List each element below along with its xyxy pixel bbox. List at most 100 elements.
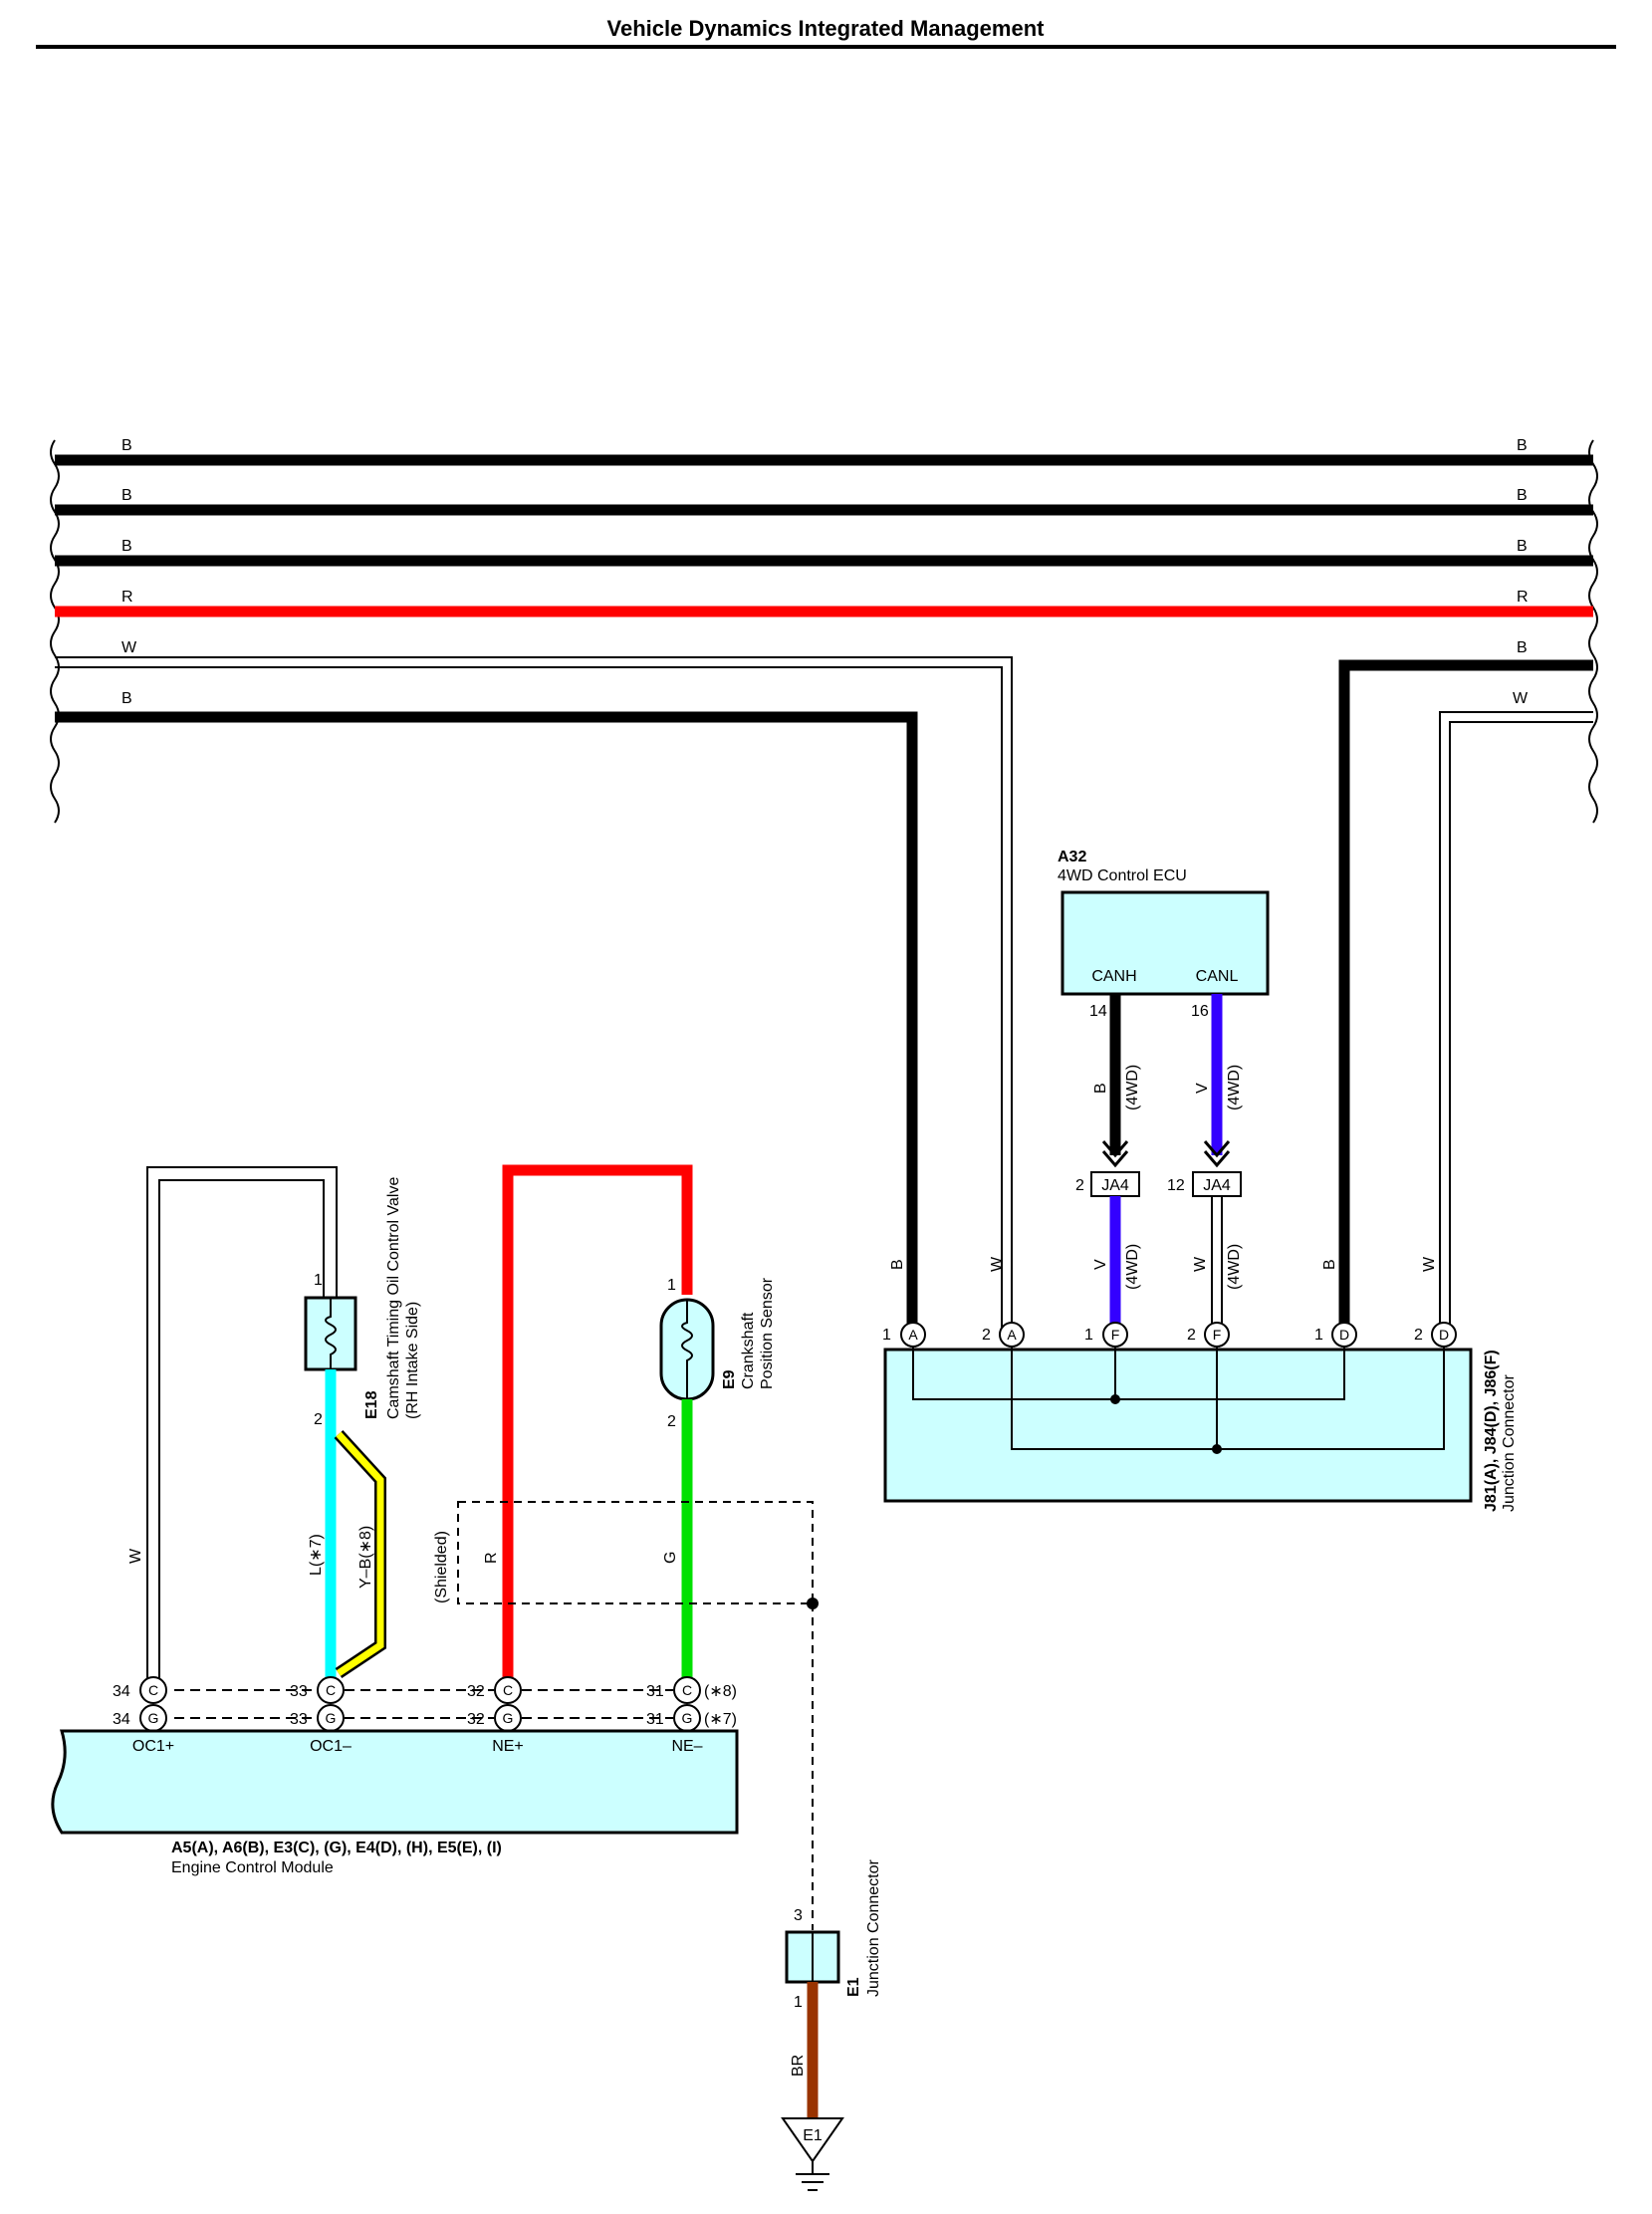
bus-label-left-1: B — [121, 437, 132, 454]
svg-text:31: 31 — [646, 1711, 664, 1728]
svg-text:D: D — [1439, 1327, 1449, 1343]
junction-connector-right-name: Junction Connector — [1501, 1373, 1518, 1512]
svg-text:G: G — [503, 1710, 514, 1726]
ocv-wire-label: W — [127, 1548, 144, 1564]
svg-text:A: A — [1007, 1327, 1017, 1343]
crank-red-wire — [502, 1164, 693, 1683]
ja4-2-wire-note: (4WD) — [1226, 1244, 1243, 1290]
jc-pin-2D: D 2 — [1414, 1322, 1457, 1348]
bus-label-right-4: R — [1517, 589, 1529, 606]
ja4-1-wire-note: (4WD) — [1124, 1244, 1141, 1290]
ecu-pin-label-canl: CANL — [1196, 968, 1239, 985]
ecu-pin-num-14: 14 — [1089, 1003, 1107, 1020]
ja4-2-wire-label: W — [1192, 1256, 1209, 1272]
jc-wire-label-2: W — [989, 1256, 1006, 1272]
jc-pin-1D: D 1 — [1314, 1322, 1357, 1348]
white-wire-right-inner — [1449, 721, 1593, 1332]
ecm-note-top: (∗8) — [704, 1683, 737, 1700]
ground-icon — [796, 2161, 829, 2191]
junction-e1-code: E1 — [845, 1977, 862, 1997]
ocv-yellow-wire — [336, 1431, 384, 1676]
junction-connector-right-box — [883, 1348, 1473, 1503]
ocv-name-line2: (RH Intake Side) — [404, 1302, 421, 1419]
ecm-terminal-32: C G 32 32 — [467, 1676, 522, 1732]
shield-label: (Shielded) — [433, 1531, 450, 1603]
bus-label-left-6: B — [121, 690, 132, 707]
svg-text:1: 1 — [1084, 1327, 1093, 1344]
svg-text:2: 2 — [1187, 1327, 1196, 1344]
ocv-code: E18 — [363, 1390, 380, 1419]
canh-arrow-1 — [1101, 1140, 1129, 1158]
svg-text:A: A — [908, 1327, 918, 1343]
junction-e1-name: Junction Connector — [865, 1858, 882, 1997]
canh-wire-label: B — [1092, 1083, 1109, 1094]
ecu-pin-num-16: 16 — [1191, 1003, 1209, 1020]
bus-label-left-3: B — [121, 538, 132, 555]
coil-icon — [681, 1300, 693, 1399]
svg-text:F: F — [1111, 1327, 1120, 1343]
svg-text:2: 2 — [982, 1327, 991, 1344]
svg-text:C: C — [326, 1682, 336, 1698]
shield-box — [457, 1501, 814, 1604]
jc-wire-label-1: B — [889, 1259, 906, 1270]
ja4-pin-2: 12 — [1167, 1177, 1185, 1194]
canl-arrow-1 — [1203, 1140, 1231, 1158]
e1-pin-top: 3 — [794, 1907, 803, 1924]
white-wire-left-outer — [55, 656, 1013, 1332]
jc-pin-1A: A 1 — [882, 1322, 926, 1348]
ja4-pin-1: 2 — [1075, 1177, 1084, 1194]
ecm-terminal-31: C G 31 31 — [646, 1676, 701, 1732]
canl-wire-label: V — [1194, 1083, 1211, 1094]
svg-text:C: C — [503, 1682, 513, 1698]
ecm-terminal-33: C G 33 33 — [290, 1676, 345, 1732]
svg-text:31: 31 — [646, 1683, 664, 1700]
jc-pin-2A: A 2 — [982, 1322, 1025, 1348]
ecu-pin-label-canh: CANH — [1091, 968, 1136, 985]
bus-label-left-2: B — [121, 487, 132, 504]
ocv-wire-label-2: Y–B(∗8) — [357, 1526, 374, 1589]
ecm-label-oc1minus: OC1– — [310, 1738, 352, 1755]
bus-label-right-3: B — [1517, 538, 1528, 555]
svg-text:33: 33 — [290, 1683, 308, 1700]
svg-text:G: G — [682, 1710, 693, 1726]
crank-green-wire-label: G — [662, 1552, 679, 1564]
bus-label-left-5: W — [121, 639, 137, 656]
right-break-marks — [1588, 439, 1598, 824]
bus-label-right-1: B — [1517, 437, 1528, 454]
svg-text:34: 34 — [113, 1711, 130, 1728]
svg-text:34: 34 — [113, 1683, 130, 1700]
crank-pin-bottom: 2 — [667, 1413, 676, 1430]
ja4-label-2: JA4 — [1203, 1177, 1231, 1194]
bus-label-right-5: B — [1517, 639, 1528, 656]
ecm-box — [51, 1729, 739, 1835]
black-wire-to-1D — [1338, 659, 1593, 1332]
ocv-name-line1: Camshaft Timing Oil Control Valve — [385, 1177, 402, 1419]
canh-arrow-2 — [1101, 1150, 1129, 1168]
ja4-label-1: JA4 — [1101, 1177, 1129, 1194]
white-wire-left-inner — [55, 666, 1003, 1332]
bus-label-right-6: W — [1513, 690, 1529, 707]
crank-name-line1: Crankshaft — [740, 1312, 757, 1389]
canl-wire-note: (4WD) — [1226, 1065, 1243, 1110]
jc-pin-1F: F 1 — [1084, 1322, 1128, 1348]
svg-text:1: 1 — [882, 1327, 891, 1344]
ecm-label-neminus: NE– — [671, 1738, 702, 1755]
ocv-white-wire-outer — [146, 1166, 338, 1683]
svg-text:32: 32 — [467, 1683, 485, 1700]
svg-text:G: G — [148, 1710, 159, 1726]
ecm-connector-dashes — [174, 1689, 673, 1719]
crank-red-wire-label: R — [483, 1552, 500, 1564]
black-wire-to-1A — [55, 711, 918, 1332]
ecu-4wd-name: 4WD Control ECU — [1058, 867, 1187, 884]
ecm-note-bottom: (∗7) — [704, 1711, 737, 1728]
ecm-terminal-34: C G 34 34 — [113, 1676, 167, 1732]
svg-text:2: 2 — [1414, 1327, 1423, 1344]
junction-dot-2 — [1212, 1444, 1222, 1454]
crank-code: E9 — [721, 1369, 738, 1389]
junction-dot-1 — [1110, 1394, 1120, 1404]
svg-text:C: C — [682, 1682, 692, 1698]
bus-label-left-4: R — [121, 589, 133, 606]
left-break-marks — [50, 439, 60, 824]
ground-triangle — [781, 2117, 844, 2163]
